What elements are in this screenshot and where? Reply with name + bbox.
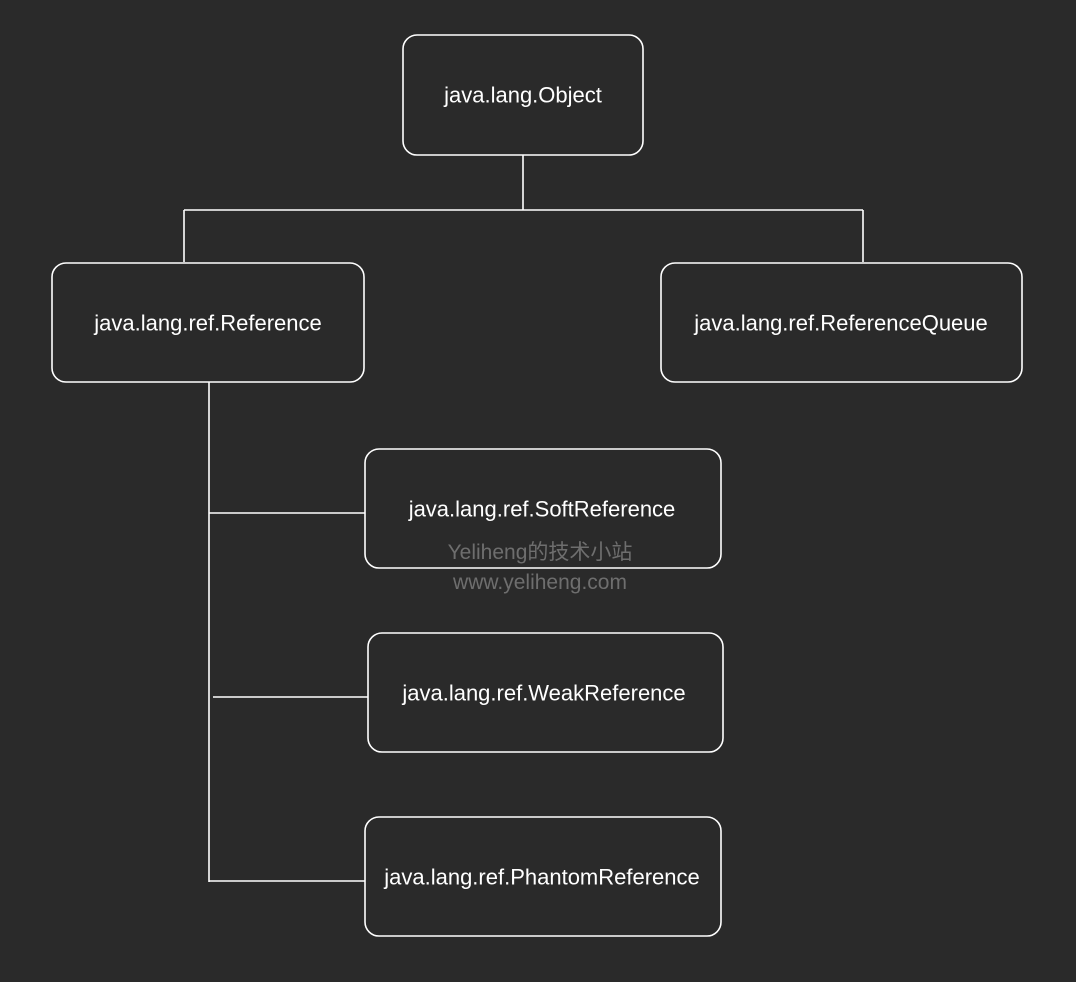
node-phantom-reference-box — [364, 816, 722, 937]
node-soft-reference-box — [364, 448, 722, 569]
node-object-label: java.lang.Object — [443, 83, 602, 108]
node-object-box — [402, 34, 644, 156]
node-reference-label: java.lang.ref.Reference — [93, 311, 321, 336]
node-weak-reference-label: java.lang.ref.WeakReference — [401, 681, 685, 706]
node-reference-queue[interactable]: java.lang.ref.ReferenceQueue — [660, 262, 1023, 383]
node-reference[interactable]: java.lang.ref.Reference — [51, 262, 365, 383]
connectors — [183, 155, 864, 882]
node-soft-reference-label: java.lang.ref.SoftReference — [408, 497, 676, 522]
node-weak-reference[interactable]: java.lang.ref.WeakReference — [367, 632, 724, 753]
node-phantom-reference-label: java.lang.ref.PhantomReference — [383, 865, 700, 890]
node-reference-queue-box — [660, 262, 1023, 383]
node-object[interactable]: java.lang.Object — [402, 34, 644, 156]
node-soft-reference[interactable]: java.lang.ref.SoftReference — [364, 448, 722, 569]
node-reference-box — [51, 262, 365, 383]
node-weak-reference-box — [367, 632, 724, 753]
node-reference-queue-label: java.lang.ref.ReferenceQueue — [693, 311, 988, 336]
node-phantom-reference[interactable]: java.lang.ref.PhantomReference — [364, 816, 722, 937]
